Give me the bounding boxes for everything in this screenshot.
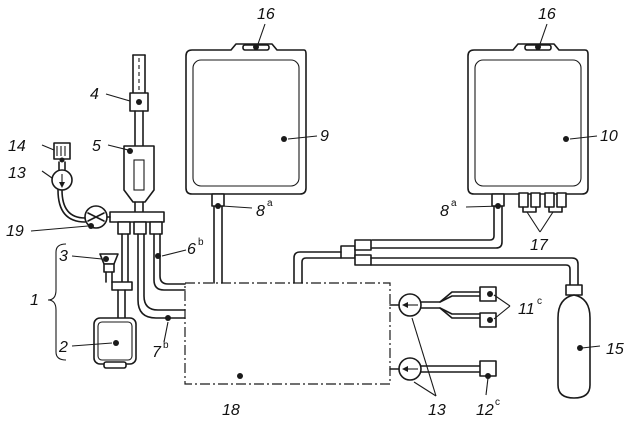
label-11: 11	[518, 301, 535, 318]
label-5: 5	[92, 138, 101, 155]
label-3: 3	[59, 248, 68, 265]
label-17: 17	[530, 237, 549, 254]
label-8a-right: 8	[440, 203, 449, 220]
tube-8a-left	[211, 193, 225, 284]
label-18: 18	[222, 402, 240, 419]
ports-17	[518, 192, 567, 213]
bag-9-marker	[281, 136, 287, 142]
bag-2	[93, 317, 137, 369]
tube-8a-right	[371, 193, 505, 249]
processing-unit-18-marker	[237, 373, 243, 379]
sensor-13-left	[51, 161, 86, 223]
label-7: 7	[152, 344, 162, 361]
leader-lines	[30, 23, 601, 397]
sensor-13-lower	[389, 357, 422, 381]
brace-1	[47, 243, 67, 361]
label-14: 14	[8, 138, 26, 155]
y-connector	[293, 239, 372, 284]
label-7-sup: b	[163, 340, 169, 351]
sensor-13-upper	[389, 293, 422, 317]
label-13-right: 13	[428, 402, 446, 419]
label-4: 4	[90, 86, 99, 103]
branch-11c	[420, 286, 497, 328]
label-9: 9	[320, 128, 329, 145]
label-16-right: 16	[538, 6, 556, 23]
label-10: 10	[600, 128, 618, 145]
label-12-sup: c	[495, 397, 500, 408]
clamp-3	[99, 253, 119, 283]
tube-to-2	[111, 233, 133, 319]
bag-10	[467, 43, 589, 195]
label-8a-left: 8	[256, 203, 265, 220]
label-11-sup: c	[537, 296, 542, 307]
pump-19	[84, 205, 111, 229]
label-8a-right-sup: a	[451, 198, 457, 209]
label-1: 1	[30, 292, 39, 309]
label-12: 12	[476, 402, 494, 419]
drip-chamber-5	[123, 145, 155, 213]
bag-10-marker	[563, 136, 569, 142]
label-8a-left-sup: a	[267, 198, 273, 209]
label-15: 15	[606, 341, 624, 358]
tube-7b	[137, 233, 186, 321]
bag-10-hanger-16	[535, 44, 541, 50]
tube-to-15	[370, 257, 579, 286]
label-2: 2	[58, 339, 68, 356]
cap-14	[53, 142, 71, 163]
label-6-sup: b	[198, 237, 204, 248]
label-16-left: 16	[257, 6, 275, 23]
branch-12c	[420, 360, 497, 379]
tube-6b	[153, 233, 186, 291]
bag-9-hanger-16	[253, 44, 259, 50]
label-6: 6	[187, 241, 196, 258]
spike-tube-4	[129, 54, 149, 147]
manifold	[109, 211, 165, 235]
label-19: 19	[6, 223, 24, 240]
bag-9	[185, 43, 307, 195]
label-13-left: 13	[8, 165, 26, 182]
processing-unit-18	[184, 282, 391, 385]
bottle-15	[557, 284, 591, 399]
